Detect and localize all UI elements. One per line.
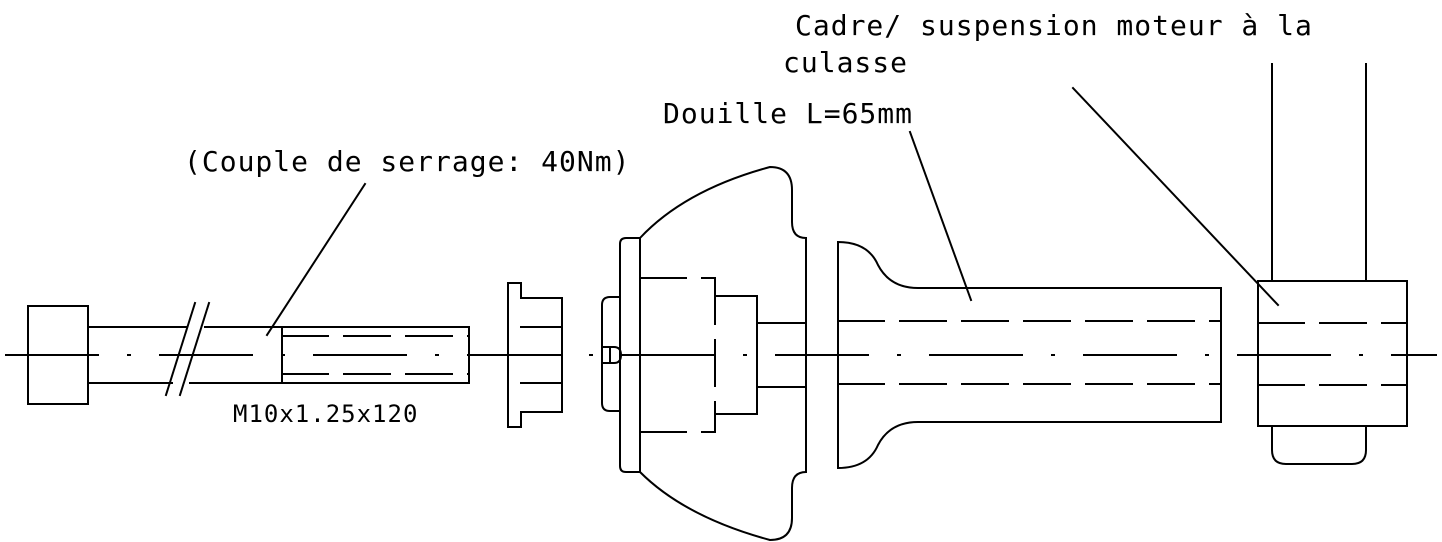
- sleeve-outline: [837, 240, 1222, 470]
- bolt-spec-label: M10x1.25x120: [233, 400, 418, 428]
- silentbloc: [601, 165, 807, 542]
- silentbloc-pin: [601, 346, 623, 364]
- labels: Cadre/ suspension moteur à la culasse Do…: [184, 9, 1313, 428]
- sleeve: [837, 240, 1222, 470]
- frame-label-line2: culasse: [783, 46, 908, 79]
- silentbloc-outer-shape: [638, 165, 807, 542]
- bolt: [27, 301, 470, 405]
- sleeve-label: Douille L=65mm: [663, 97, 913, 130]
- shaft-break-line: [178, 301, 211, 397]
- washer-outline: [507, 282, 563, 428]
- silentbloc-nose: [601, 296, 621, 412]
- leader-frame: [1071, 86, 1280, 307]
- washer: [507, 282, 563, 428]
- frame-lower-lug: [1271, 425, 1367, 465]
- leader-torque: [265, 182, 367, 337]
- frame-label-line1: Cadre/ suspension moteur à la: [795, 9, 1313, 42]
- torque-label: (Couple de serrage: 40Nm): [184, 145, 630, 178]
- drawing-lines: [5, 63, 1437, 542]
- frame-block: [1257, 280, 1408, 427]
- leader-sleeve: [908, 130, 973, 302]
- frame-bracket: [1257, 63, 1408, 465]
- shaft-break-line: [164, 301, 197, 397]
